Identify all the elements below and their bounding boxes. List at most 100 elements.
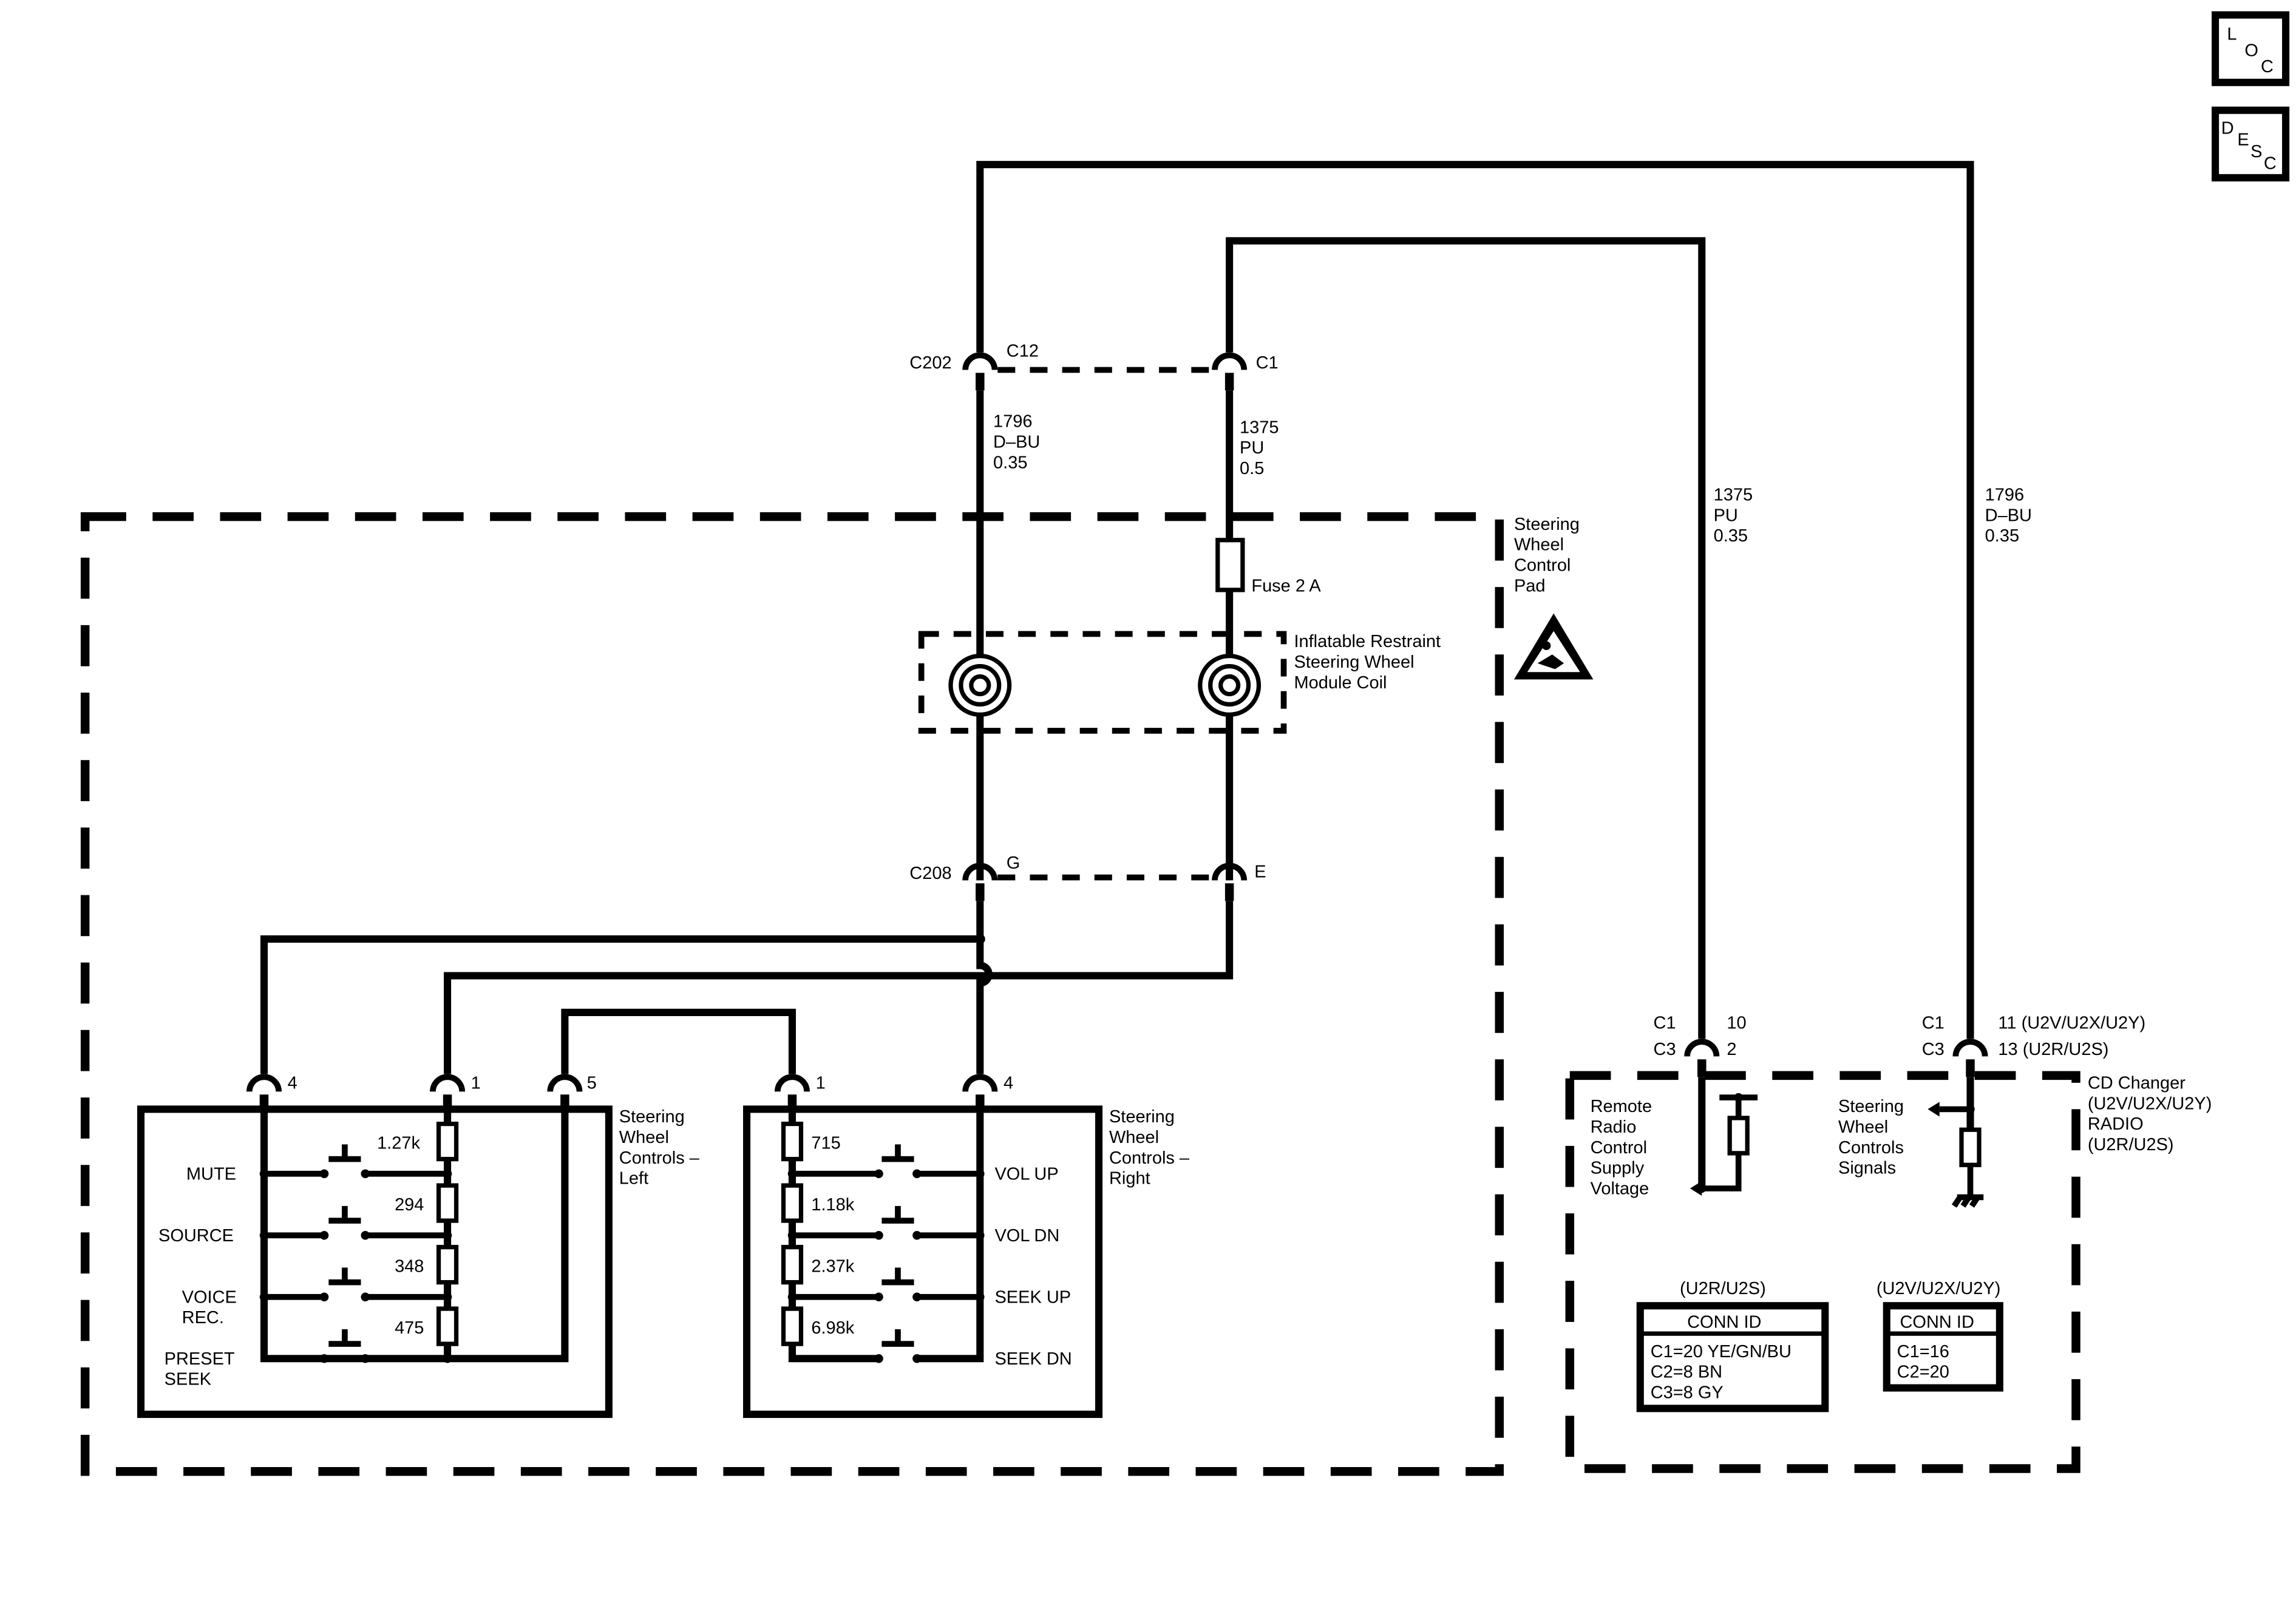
svg-text:REC.: REC. [182, 1308, 224, 1327]
svg-text:O: O [2244, 41, 2258, 60]
svg-text:0.35: 0.35 [1714, 526, 1748, 546]
top-harness [976, 161, 1974, 1039]
svg-text:Pad: Pad [1514, 576, 1546, 595]
svg-text:(U2R/U2S): (U2R/U2S) [2088, 1135, 2174, 1154]
connector-c208: C208 G E [909, 853, 1266, 901]
svg-text:RADIO: RADIO [2088, 1114, 2144, 1134]
svg-text:Steering: Steering [619, 1107, 685, 1127]
svg-text:Signals: Signals [1838, 1159, 1896, 1178]
svg-text:PU: PU [1240, 438, 1264, 458]
svg-text:Steering Wheel: Steering Wheel [1294, 653, 1414, 672]
svg-text:Remote: Remote [1591, 1097, 1652, 1116]
svg-text:VOICE: VOICE [182, 1287, 237, 1307]
svg-text:CONN ID: CONN ID [1900, 1312, 1974, 1332]
svg-text:C3: C3 [1922, 1040, 1944, 1059]
connector-c202: C202 C12 C1 [909, 342, 1279, 391]
svg-text:CONN ID: CONN ID [1687, 1312, 1761, 1332]
svg-text:Voltage: Voltage [1591, 1179, 1649, 1199]
svg-text:Steering: Steering [1514, 515, 1580, 534]
svg-text:1.27k: 1.27k [377, 1134, 420, 1153]
svg-text:715: 715 [811, 1134, 840, 1153]
svg-text:C2=8 BN: C2=8 BN [1651, 1363, 1722, 1382]
svg-text:(U2V/U2X/U2Y): (U2V/U2X/U2Y) [2088, 1094, 2212, 1113]
svg-text:1: 1 [816, 1074, 826, 1093]
conn-id-table-u2v: (U2V/U2X/U2Y) CONN ID C1=16 C2=20 [1877, 1279, 2003, 1392]
svg-text:SEEK DN: SEEK DN [994, 1349, 1072, 1369]
svg-text:Wheel: Wheel [1109, 1128, 1159, 1147]
svg-text:D–BU: D–BU [1985, 506, 2032, 525]
svg-text:294: 294 [395, 1195, 424, 1215]
svg-text:10: 10 [1727, 1013, 1746, 1032]
svg-text:E: E [1254, 863, 1266, 882]
svg-text:C: C [2264, 154, 2277, 173]
svg-text:Controls –: Controls – [619, 1148, 700, 1168]
svg-text:2.37k: 2.37k [811, 1257, 854, 1276]
wire-1796-right-label: 1796 D–BU 0.35 [1985, 486, 2032, 546]
svg-text:C1: C1 [1654, 1013, 1676, 1032]
radio-label: CD Changer (U2V/U2X/U2Y) RADIO (U2R/U2S) [2088, 1074, 2212, 1154]
svg-text:(U2R/U2S): (U2R/U2S) [1680, 1279, 1766, 1298]
airbag-warning-icon [1513, 613, 1594, 680]
steering-wheel-control-pad [80, 512, 1504, 1476]
svg-text:1.18k: 1.18k [811, 1195, 854, 1215]
svg-text:2: 2 [1727, 1040, 1736, 1059]
svg-text:Inflatable Restraint: Inflatable Restraint [1294, 632, 1441, 651]
svg-text:Left: Left [619, 1169, 648, 1188]
svg-text:6.98k: 6.98k [811, 1318, 854, 1338]
svg-text:1375: 1375 [1714, 486, 1753, 505]
svg-text:1796: 1796 [993, 412, 1032, 432]
svg-text:SEEK: SEEK [165, 1370, 211, 1389]
svg-text:PU: PU [1714, 506, 1738, 525]
svg-text:Steering: Steering [1109, 1107, 1175, 1127]
loc-button[interactable]: L O C [2212, 11, 2290, 86]
svg-text:1796: 1796 [1985, 486, 2024, 505]
svg-text:MUTE: MUTE [186, 1164, 236, 1184]
fuse-2a: Fuse 2 A [1215, 538, 1321, 595]
svg-text:SEEK UP: SEEK UP [994, 1287, 1071, 1307]
wire-1375-right-label: 1375 PU 0.35 [1714, 486, 1753, 546]
svg-text:Control: Control [1514, 556, 1571, 575]
svg-text:Wheel: Wheel [1838, 1117, 1888, 1137]
svg-text:C3=8 GY: C3=8 GY [1651, 1383, 1724, 1402]
svg-text:Wheel: Wheel [619, 1128, 669, 1147]
steering-wheel-controls-left: 4 1 5 1.27k 294 348 475 [137, 1074, 700, 1419]
radio-pin-supply: C1 C3 10 2 Remote Radio Control Supply V… [1591, 1013, 1758, 1199]
svg-text:D–BU: D–BU [993, 433, 1040, 452]
svg-text:C1=20 YE/GN/BU: C1=20 YE/GN/BU [1651, 1342, 1792, 1361]
svg-text:4: 4 [288, 1074, 297, 1093]
svg-text:1: 1 [471, 1074, 481, 1093]
svg-text:Control: Control [1591, 1138, 1647, 1158]
svg-text:C12: C12 [1007, 342, 1039, 361]
svg-text:Steering: Steering [1838, 1097, 1904, 1116]
svg-text:VOL UP: VOL UP [994, 1164, 1058, 1184]
svg-text:5: 5 [587, 1074, 597, 1093]
svg-text:0.5: 0.5 [1240, 459, 1264, 478]
svg-text:348: 348 [395, 1257, 424, 1276]
svg-text:C202: C202 [909, 353, 951, 373]
conn-id-table-u2r: (U2R/U2S) CONN ID C1=20 YE/GN/BU C2=8 BN… [1636, 1279, 1829, 1412]
svg-text:S: S [2250, 142, 2262, 161]
svg-text:C1: C1 [1922, 1013, 1944, 1032]
svg-text:D: D [2221, 118, 2234, 138]
desc-button[interactable]: D E S C [2212, 106, 2290, 181]
wire-1375-label: 1375 PU 0.5 [1240, 418, 1279, 478]
svg-text:Wheel: Wheel [1514, 535, 1564, 555]
svg-text:Radio: Radio [1591, 1117, 1637, 1137]
svg-text:PRESET: PRESET [165, 1349, 235, 1369]
coil-right-icon [1198, 654, 1262, 717]
svg-text:C2=20: C2=20 [1897, 1363, 1949, 1382]
pad-label: Steering Wheel Control Pad [1514, 515, 1580, 595]
svg-text:Supply: Supply [1591, 1159, 1645, 1178]
svg-text:C1: C1 [1256, 353, 1279, 373]
svg-text:11 (U2V/U2X/U2Y): 11 (U2V/U2X/U2Y) [1998, 1013, 2145, 1032]
svg-text:E: E [2237, 131, 2249, 150]
svg-text:13 (U2R/U2S): 13 (U2R/U2S) [1998, 1040, 2108, 1059]
svg-text:CD Changer: CD Changer [2088, 1074, 2186, 1093]
svg-text:0.35: 0.35 [993, 453, 1027, 472]
lower-harness [260, 901, 1234, 1074]
svg-text:SOURCE: SOURCE [158, 1226, 234, 1246]
svg-text:0.35: 0.35 [1985, 526, 2019, 546]
svg-text:Right: Right [1109, 1169, 1150, 1188]
svg-text:C208: C208 [909, 864, 951, 883]
